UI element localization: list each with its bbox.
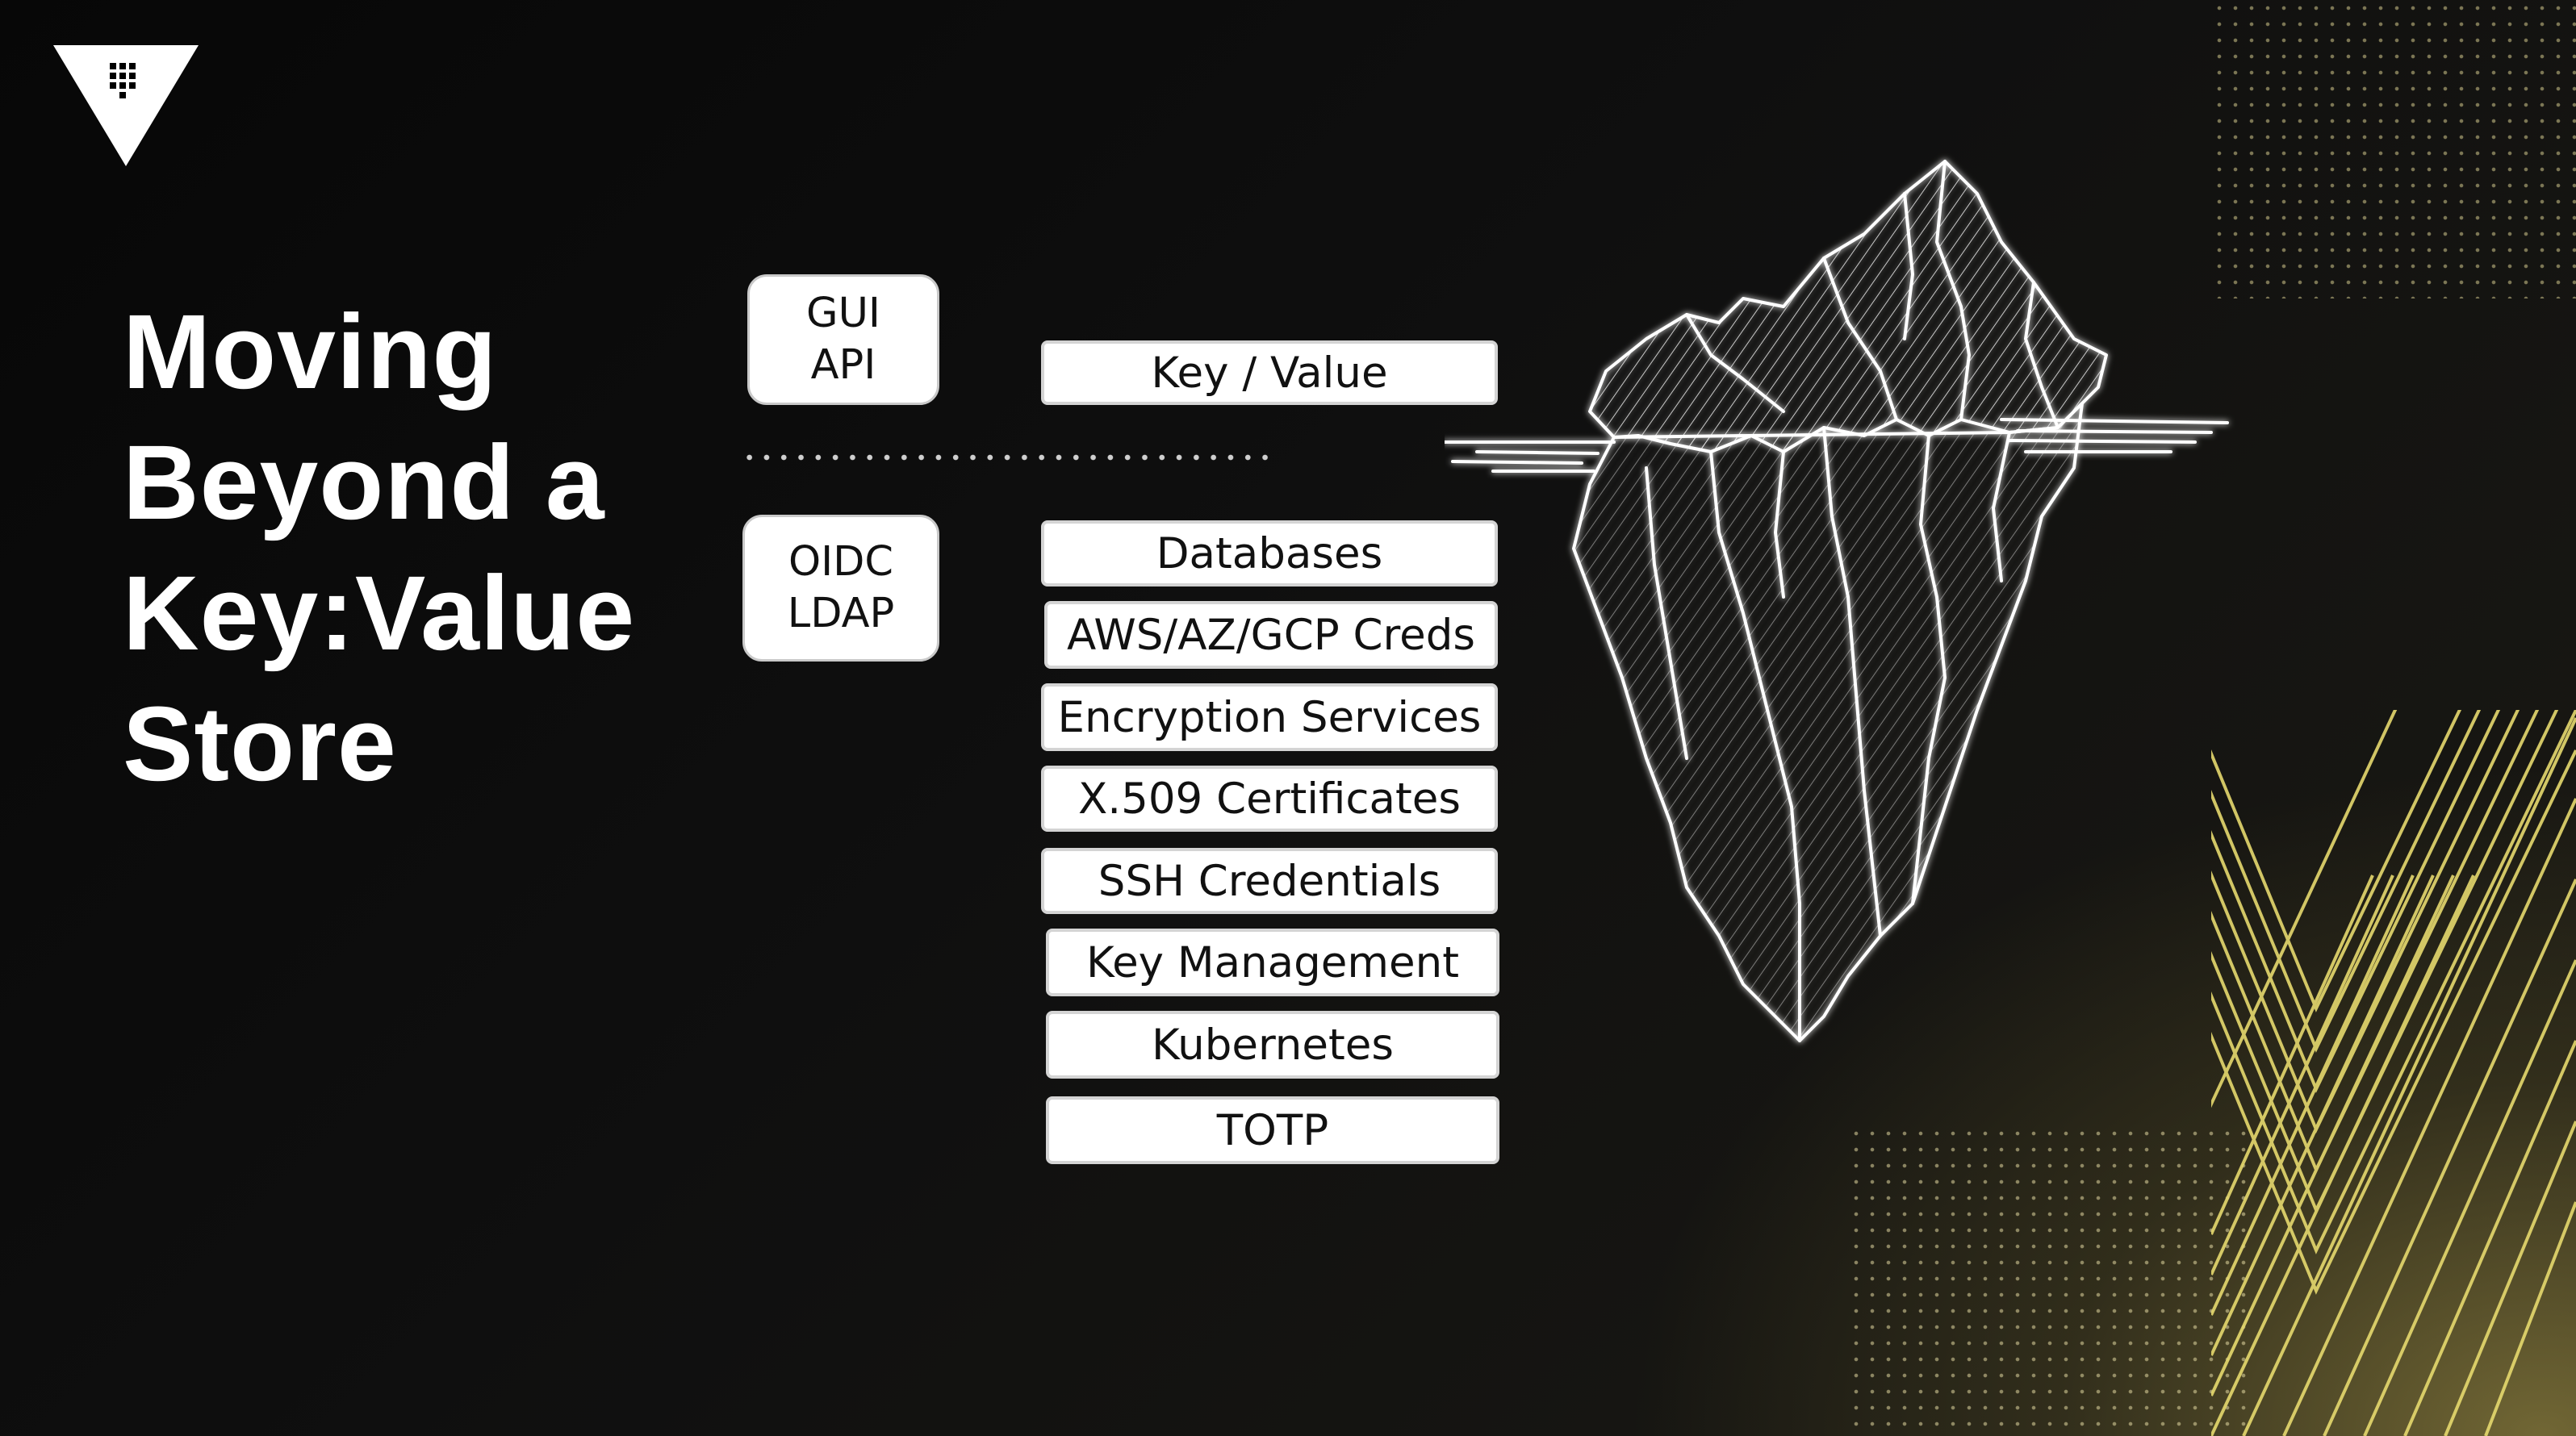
dot-grid-decoration-bottom — [1848, 1125, 2252, 1436]
engine-label: AWS/AZ/GCP Creds — [1066, 610, 1476, 660]
engine-box: AWS/AZ/GCP Creds — [1044, 601, 1498, 669]
engine-label: Encryption Services — [1057, 692, 1482, 742]
engine-label: Databases — [1156, 528, 1383, 578]
engine-box: Encryption Services — [1041, 683, 1498, 751]
vault-triangle-icon — [53, 45, 199, 166]
engine-label: X.509 Certificates — [1077, 774, 1462, 824]
engine-box: Key Management — [1046, 929, 1499, 996]
engine-label: Key Management — [1085, 937, 1460, 987]
slide-title: Moving Beyond a Key:Value Store — [123, 286, 736, 809]
engine-box-key-value: Key / Value — [1041, 340, 1498, 405]
engine-box: Databases — [1041, 520, 1498, 587]
engine-label: Key / Value — [1151, 348, 1388, 398]
auth-label: API — [810, 341, 876, 389]
title-line: Beyond a — [123, 423, 605, 541]
engine-label: SSH Credentials — [1098, 856, 1441, 906]
engine-box: SSH Credentials — [1041, 848, 1498, 914]
auth-label: GUI — [806, 290, 880, 337]
engine-label: Kubernetes — [1151, 1020, 1394, 1070]
iceberg-icon — [1445, 160, 2229, 1042]
title-line: Moving — [123, 292, 498, 411]
auth-box-gui-api: GUI API — [747, 274, 939, 405]
waterline-divider — [741, 454, 1273, 461]
engine-label: TOTP — [1216, 1105, 1329, 1155]
engine-box: Kubernetes — [1046, 1011, 1499, 1079]
auth-label: LDAP — [787, 590, 895, 637]
chevron-stripes-decoration — [2211, 710, 2576, 1436]
title-line: Key:Value — [123, 553, 636, 672]
engine-box: TOTP — [1046, 1096, 1499, 1164]
auth-box-oidc-ldap: OIDC LDAP — [742, 515, 939, 662]
dot-grid-decoration-top — [2211, 0, 2576, 298]
engine-box: X.509 Certificates — [1041, 766, 1498, 832]
auth-label: OIDC — [788, 538, 894, 586]
title-line: Store — [123, 684, 397, 803]
